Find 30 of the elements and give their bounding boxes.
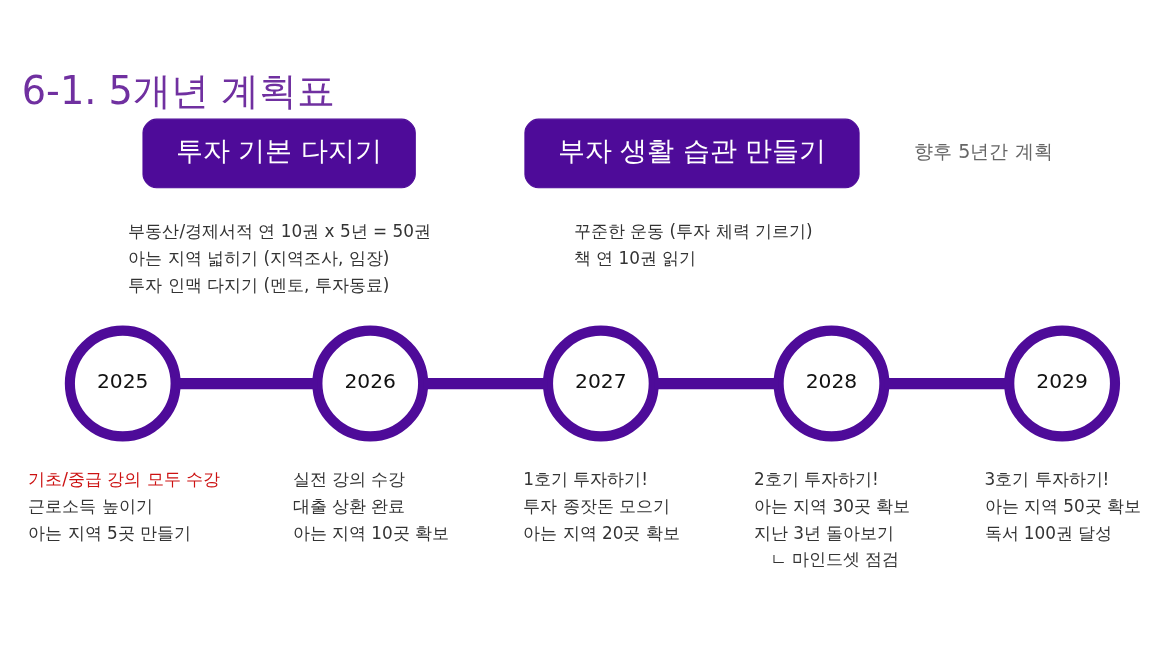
node-label: 아는 지역 50곳 확보 xyxy=(984,495,1142,516)
node-label: 책 연 10권 읽기 xyxy=(573,247,697,268)
node-label: 투자 인맥 다지기 (멘토, 투자동료) xyxy=(128,274,390,295)
node-label: 투자 종잣돈 모으기 xyxy=(523,495,670,516)
node-label: ㄴ 마인드셋 점검 xyxy=(769,548,900,569)
node-circle: 2027 xyxy=(542,325,659,441)
node-label: 2호기 투자하기! xyxy=(753,468,879,489)
node-label: 기초/중급 강의 모두 수강 xyxy=(28,468,221,489)
node-label: 1호기 투자하기! xyxy=(523,468,649,489)
node-circle: 2028 xyxy=(773,325,890,441)
node-box: 투자 기본 다지기 xyxy=(142,118,416,188)
node-label: 부동산/경제서적 연 10권 x 5년 = 50권 xyxy=(128,220,431,241)
node-circle: 2025 xyxy=(64,325,181,441)
node-label: 독서 100권 달성 xyxy=(984,522,1113,543)
node-label: 아는 지역 20곳 확보 xyxy=(523,522,680,543)
node-label: 꾸준한 운동 (투자 체력 기르기) xyxy=(573,220,813,241)
node-label: 근로소득 높이기 xyxy=(28,495,153,516)
node-label: 실전 강의 수강 xyxy=(292,468,406,489)
node-circle: 2029 xyxy=(1004,325,1121,441)
node-label: 3호기 투자하기! xyxy=(984,468,1110,489)
node-label: 아는 지역 넓히기 (지역조사, 임장) xyxy=(128,247,390,268)
label: 향후 5년간 계획 xyxy=(914,139,1053,163)
node-circle: 2026 xyxy=(312,325,429,441)
node-box: 부자 생활 습관 만들기 xyxy=(524,118,860,188)
node-label: 아는 지역 5곳 만들기 xyxy=(28,522,192,543)
node-label: 대출 상환 완료 xyxy=(292,495,406,516)
node-label: 지난 3년 돌아보기 xyxy=(753,522,895,543)
node-label: 아는 지역 10곳 확보 xyxy=(292,522,450,543)
diagram-title: 6-1. 5개년 계획표 xyxy=(21,67,336,113)
node-label: 아는 지역 30곳 확보 xyxy=(753,495,911,516)
